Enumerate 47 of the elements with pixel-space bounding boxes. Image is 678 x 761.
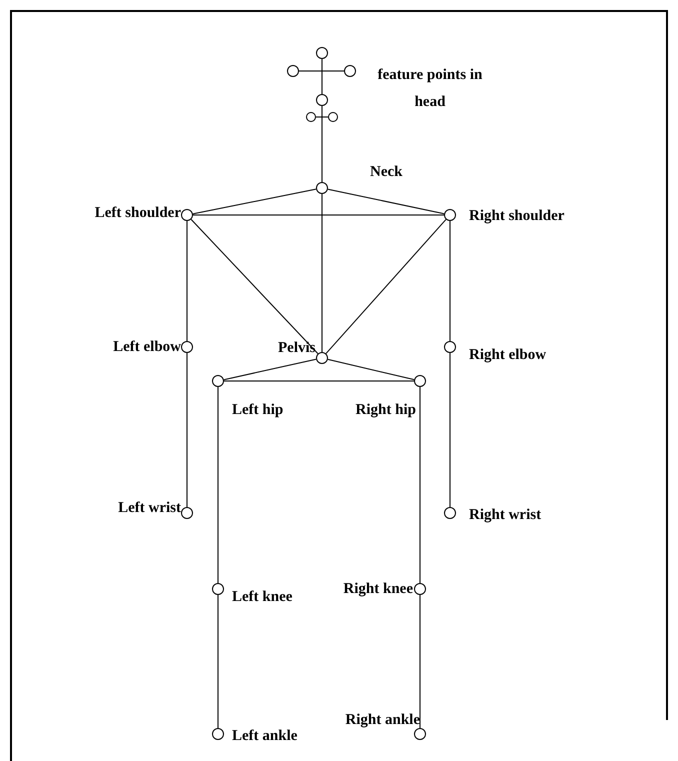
joint-circle	[444, 507, 456, 519]
joint-circle	[181, 507, 193, 519]
joint-label: Pelvis	[278, 341, 316, 356]
joint-circle	[316, 47, 328, 59]
skeleton-line	[298, 70, 344, 72]
joint-circle	[316, 94, 328, 106]
joint-label: Left hip	[232, 403, 284, 418]
joint-label: Right elbow	[469, 348, 546, 363]
joint-circle	[212, 583, 224, 595]
skeleton-line	[223, 358, 317, 380]
joint-label: Right wrist	[469, 508, 542, 523]
joint-circle	[316, 182, 328, 194]
skeleton-line	[192, 214, 444, 216]
skeleton-line	[192, 188, 317, 214]
skeleton-line	[316, 116, 328, 118]
joint-circle	[181, 341, 193, 353]
joint-circle	[306, 112, 316, 122]
joint-label: Left ankle	[232, 729, 298, 744]
joint-circle	[316, 352, 328, 364]
skeleton-line	[186, 352, 188, 508]
joint-label: Right shoulder	[469, 209, 564, 224]
joint-circle	[212, 375, 224, 387]
joint-circle	[181, 209, 193, 221]
joint-label: Right hip	[356, 403, 416, 418]
joint-circle	[287, 65, 299, 77]
joint-label: Left elbow	[113, 340, 181, 355]
skeleton-line	[326, 218, 446, 354]
joint-circle	[444, 341, 456, 353]
joint-label: Left wrist	[118, 501, 181, 516]
skeleton-line	[224, 380, 414, 382]
skeleton-line	[186, 220, 188, 342]
joint-circle	[414, 728, 426, 740]
joint-circle	[444, 209, 456, 221]
joint-label: Right knee	[343, 582, 413, 597]
joint-circle	[344, 65, 356, 77]
joint-circle	[414, 375, 426, 387]
joint-label: Left shoulder	[94, 206, 181, 221]
skeleton-line	[327, 188, 445, 214]
skeleton-line	[190, 218, 318, 354]
joint-circle	[328, 112, 338, 122]
joint-label: Right ankle	[345, 713, 420, 728]
joint-label: Neck	[370, 165, 402, 180]
joint-circle	[414, 583, 426, 595]
skeleton-line	[327, 358, 415, 380]
note-text: feature points in head	[376, 66, 484, 112]
joint-circle	[212, 728, 224, 740]
joint-label: Left knee	[232, 590, 292, 605]
